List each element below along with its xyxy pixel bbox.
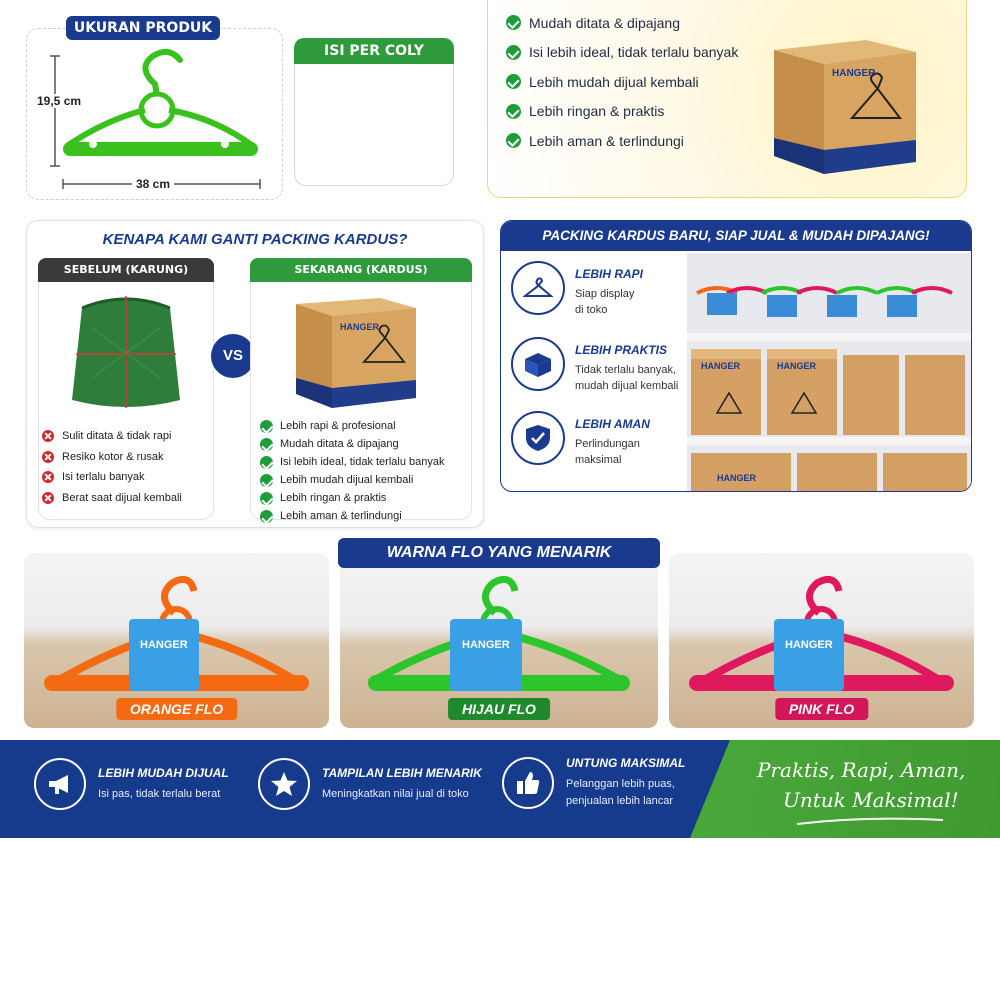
packing-card: PACKING KARDUS BARU, SIAP JUAL & MUDAH D… — [500, 220, 972, 492]
after-box-image — [296, 298, 416, 408]
top-benefit-list: Mudah ditata & dipajang Isi lebih ideal,… — [506, 8, 738, 156]
check-icon — [506, 103, 521, 119]
feature-rapi: LEBIH RAPI Siap display di toko — [511, 261, 643, 318]
color-label-orange: ORANGE FLO — [115, 698, 238, 720]
top-benefit-item: Lebih mudah dijual kembali — [506, 67, 738, 97]
colors-title: WARNA FLO YANG MENARIK — [338, 538, 660, 568]
before-item: Isi terlalu banyak — [42, 467, 182, 488]
feature-aman: LEBIH AMAN Perlindungan maksimal — [511, 411, 650, 468]
top-benefit-item: Mudah ditata & dipajang — [506, 8, 738, 38]
shelf-box-label: HANGER — [701, 361, 741, 371]
after-item: Isi lebih ideal, tidak terlalu banyak — [260, 453, 444, 471]
color-label-green: HIJAU FLO — [448, 698, 550, 720]
bottom-feature-tampilan: TAMPILAN LEBIH MENARIK Meningkatkan nila… — [258, 758, 482, 810]
check-icon — [260, 437, 273, 451]
after-box-label: HANGER — [340, 322, 380, 332]
height-label: 19,5 cm — [37, 94, 82, 108]
color-panel-pink: HANGER PINK FLO — [669, 553, 974, 728]
hanger-icon — [511, 261, 565, 315]
hanger-tag-label: HANGER — [785, 639, 833, 651]
box-icon — [511, 337, 565, 391]
check-icon — [506, 44, 521, 60]
slogan-line-2: Untuk Maksimal! — [783, 788, 959, 812]
after-title: SEKARANG (KARDUS) — [250, 258, 472, 282]
hanger-tag-label: HANGER — [140, 639, 188, 651]
check-icon — [260, 473, 273, 487]
color-panel-orange: HANGER ORANGE FLO — [24, 553, 329, 728]
x-icon — [42, 430, 54, 443]
before-item: Berat saat dijual kembali — [42, 488, 182, 509]
bottom-feature-jual: LEBIH MUDAH DIJUAL Isi pas, tidak terlal… — [34, 758, 229, 810]
hanger-tag-label: HANGER — [462, 639, 510, 651]
shelf-box-label: HANGER — [777, 361, 817, 371]
shelf-box-label: HANGER — [717, 473, 757, 483]
cardboard-box-image — [774, 40, 916, 174]
before-list: Sulit ditata & tidak rapi Resiko kotor &… — [42, 426, 182, 508]
after-list: Lebih rapi & profesional Mudah ditata & … — [260, 417, 444, 525]
star-icon — [258, 758, 310, 810]
top-benefit-item: Lebih ringan & praktis — [506, 97, 738, 127]
top-benefit-item: Lebih aman & terlindungi — [506, 126, 738, 156]
why-title: KENAPA KAMI GANTI PACKING KARDUS? — [102, 231, 408, 248]
megaphone-icon — [34, 758, 86, 810]
color-panel-green: HANGER HIJAU FLO — [340, 553, 658, 728]
check-icon — [506, 74, 521, 90]
color-label-pink: PINK FLO — [774, 698, 869, 720]
isi-card-title: ISI PER COLY — [294, 38, 454, 64]
bottom-banner-green — [690, 740, 1000, 838]
shield-check-icon — [511, 411, 565, 465]
slogan-underline — [796, 817, 944, 825]
shelf-photo: HANGER HANGER HANGER — [687, 253, 971, 491]
after-item: Lebih rapi & profesional — [260, 417, 444, 435]
check-icon — [260, 491, 273, 505]
vs-badge: VS — [211, 334, 255, 378]
bottom-feature-untung: UNTUNG MAKSIMAL Pelanggan lebih puas, pe… — [502, 756, 685, 810]
sack-image — [72, 296, 180, 408]
width-label: 38 cm — [132, 177, 175, 191]
check-icon — [506, 133, 521, 149]
top-benefit-item: Isi lebih ideal, tidak terlalu banyak — [506, 38, 738, 68]
check-icon — [260, 455, 273, 469]
before-item: Sulit ditata & tidak rapi — [42, 426, 182, 447]
check-icon — [506, 15, 521, 31]
x-icon — [42, 450, 54, 463]
before-title: SEBELUM (KARUNG) — [38, 258, 214, 282]
slogan-line-1: Praktis, Rapi, Aman, — [757, 758, 966, 782]
size-card-title: UKURAN PRODUK — [66, 16, 220, 40]
before-item: Resiko kotor & rusak — [42, 447, 182, 468]
after-item: Lebih aman & terlindungi — [260, 507, 444, 525]
check-icon — [260, 509, 273, 523]
hanger-diagram — [50, 48, 261, 189]
thumbs-up-icon — [502, 757, 554, 809]
after-item: Mudah ditata & dipajang — [260, 435, 444, 453]
after-item: Lebih mudah dijual kembali — [260, 471, 444, 489]
x-icon — [42, 491, 54, 504]
feature-praktis: LEBIH PRAKTIS Tidak terlalu banyak, muda… — [511, 337, 678, 394]
x-icon — [42, 471, 54, 484]
after-item: Lebih ringan & praktis — [260, 489, 444, 507]
packing-title: PACKING KARDUS BARU, SIAP JUAL & MUDAH D… — [501, 221, 971, 251]
check-icon — [260, 419, 273, 433]
box-brand-label: HANGER — [832, 68, 876, 79]
